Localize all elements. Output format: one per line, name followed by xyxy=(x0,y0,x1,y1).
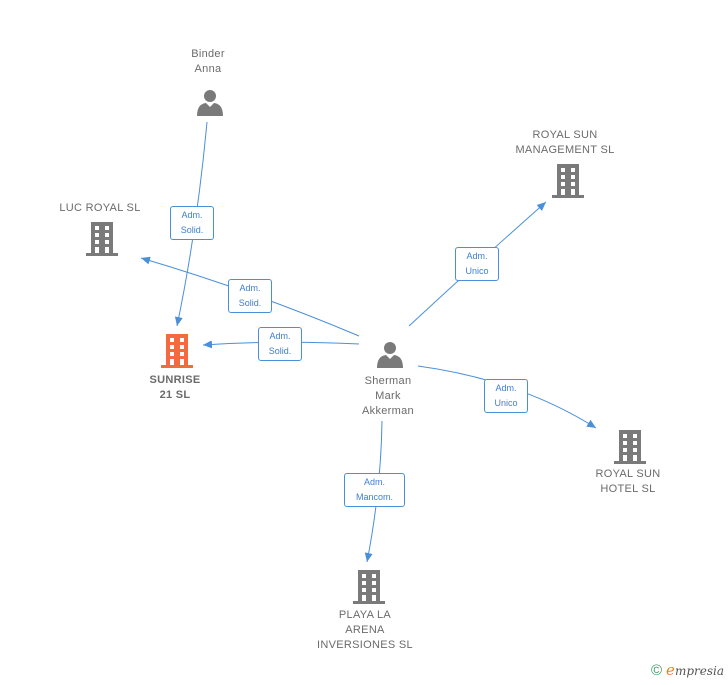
edge-label-sherman-sunrise: Adm. Solid. xyxy=(258,327,302,361)
node-label-management[interactable]: ROYAL SUN MANAGEMENT SL xyxy=(515,129,615,156)
node-label-hotel[interactable]: ROYAL SUN HOTEL SL xyxy=(595,468,661,495)
edge-label-binder-sunrise: Adm. Solid. xyxy=(170,206,214,240)
building-icon-luc[interactable] xyxy=(86,222,118,256)
building-icon-playa[interactable] xyxy=(353,570,385,604)
node-label-luc[interactable]: LUC ROYAL SL xyxy=(59,202,141,214)
edge-label-sherman-hotel: Adm. Unico xyxy=(484,379,528,413)
copyright-footer: ©empresia xyxy=(651,661,724,679)
copyright-icon: © xyxy=(650,662,663,679)
edge-label-sherman-playa: Adm. Mancom. xyxy=(344,473,405,507)
edge-label-sherman-management: Adm. Unico xyxy=(455,247,499,281)
node-label-sherman[interactable]: Sherman Mark Akkerman xyxy=(362,375,414,417)
person-icon-binder[interactable] xyxy=(196,88,224,116)
node-label-binder[interactable]: Binder Anna xyxy=(191,48,225,75)
building-icon-hotel[interactable] xyxy=(614,430,646,464)
building-icon-sunrise[interactable] xyxy=(161,334,193,368)
person-icon-sherman[interactable] xyxy=(376,340,404,368)
node-label-playa[interactable]: PLAYA LA ARENA INVERSIONES SL xyxy=(317,609,413,651)
edge-label-sherman-luc: Adm. Solid. xyxy=(228,279,272,313)
building-icon-management[interactable] xyxy=(552,164,584,198)
empresia-logo[interactable]: empresia xyxy=(666,661,724,679)
node-label-sunrise[interactable]: SUNRISE 21 SL xyxy=(149,374,201,401)
